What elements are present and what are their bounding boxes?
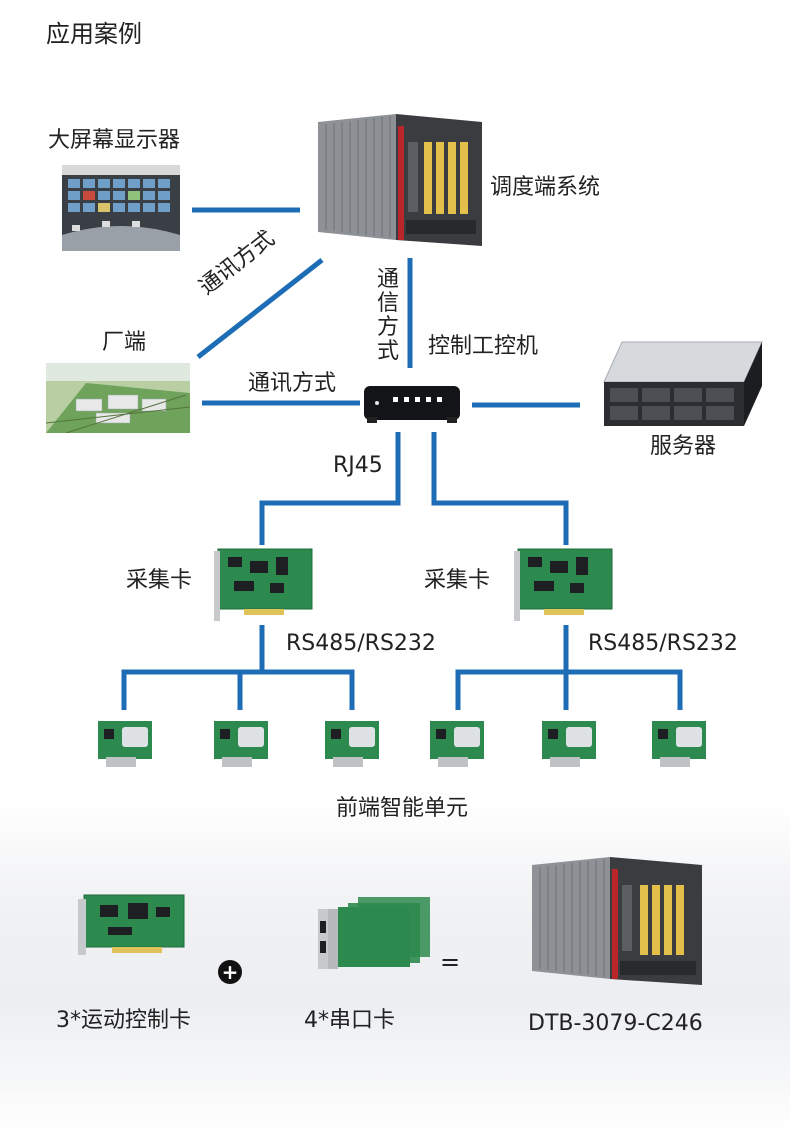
dispatch-label: 调度端系统 <box>490 175 601 200</box>
acq-card-right-image <box>514 547 614 625</box>
motion-card-image <box>78 893 186 959</box>
serial-card-image <box>318 895 432 973</box>
display-wall-image <box>62 165 180 251</box>
frontend-unit-2 <box>212 717 272 769</box>
acq-left-label: 采集卡 <box>126 568 193 593</box>
comm-vertical-label: 通信方式 <box>376 267 399 364</box>
rj45-label: RJ45 <box>333 453 383 478</box>
equals-sign: = <box>440 948 461 976</box>
frontend-unit-1 <box>96 717 156 769</box>
serial-card-label: 4*串口卡 <box>304 1008 395 1033</box>
factory-label: 厂端 <box>102 330 147 355</box>
serial-left-label: RS485/RS232 <box>286 631 436 656</box>
acq-card-left-image <box>214 547 314 625</box>
link-switch-acq-left <box>259 432 401 545</box>
factory-image <box>46 363 190 433</box>
motion-card-label: 3*运动控制卡 <box>56 1008 191 1033</box>
ipc-label: 控制工控机 <box>428 334 539 359</box>
frontend-unit-6 <box>650 717 710 769</box>
plus-icon: + <box>218 960 242 984</box>
link-switch-acq-right <box>431 432 569 545</box>
link-factory-dispatch <box>196 258 324 359</box>
frontend-unit-5 <box>540 717 600 769</box>
server-label: 服务器 <box>650 434 717 459</box>
frontend-label: 前端智能单元 <box>336 796 469 821</box>
product-ipc-image <box>530 855 704 987</box>
product-label: DTB-3079-C246 <box>528 1011 703 1036</box>
frontend-unit-3 <box>323 717 383 769</box>
display-label: 大屏幕显示器 <box>48 128 181 153</box>
frontend-unit-4 <box>428 717 488 769</box>
serial-right-label: RS485/RS232 <box>588 631 738 656</box>
network-switch <box>363 385 461 425</box>
acq-right-label: 采集卡 <box>424 568 491 593</box>
dispatch-ipc-image <box>316 112 484 250</box>
bus-right <box>455 669 683 710</box>
comm-horizontal-label: 通讯方式 <box>248 371 337 396</box>
page-title: 应用案例 <box>46 20 142 48</box>
server-image <box>600 340 766 428</box>
